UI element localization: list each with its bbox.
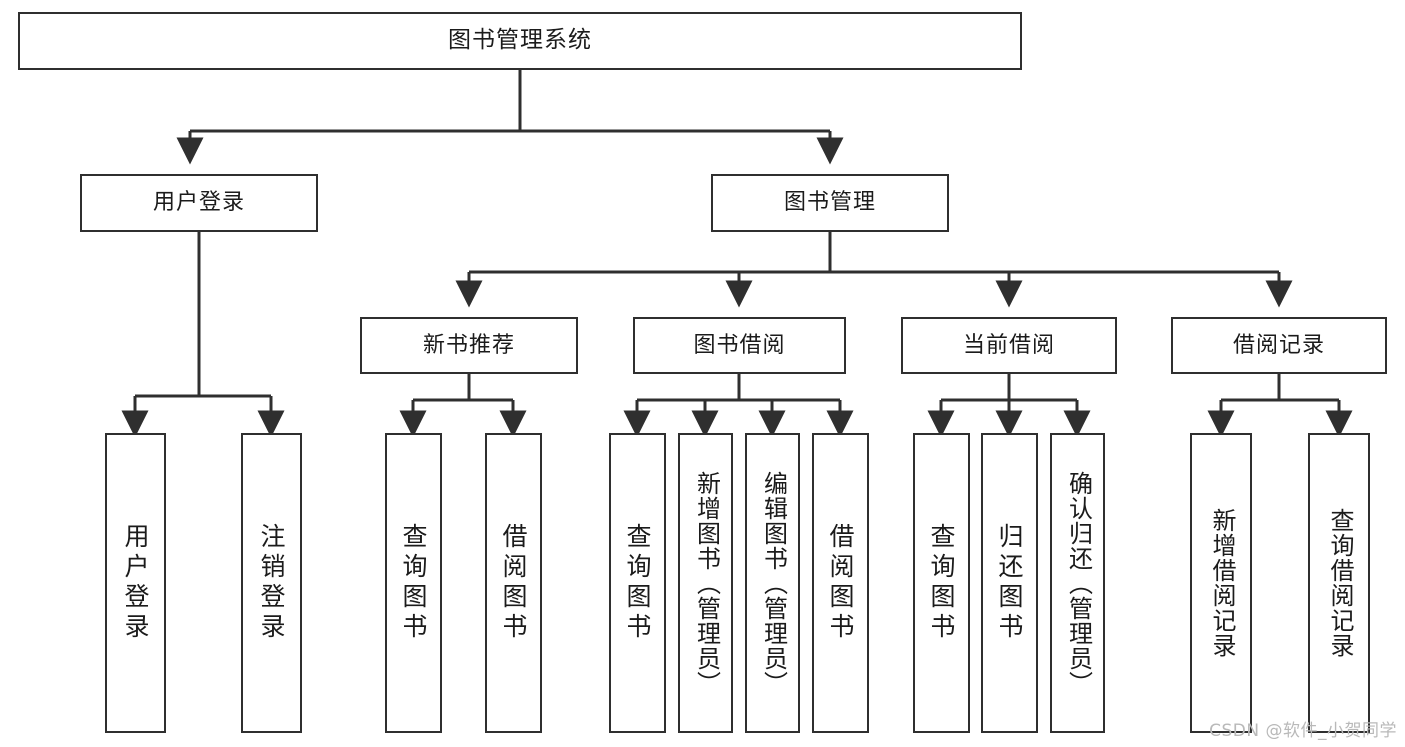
- node-label: 当前借阅: [962, 332, 1055, 358]
- leaf-borrow-book[interactable]: 借阅图书: [812, 433, 869, 733]
- node-borrow-records[interactable]: 借阅记录: [1171, 317, 1387, 374]
- leaf-query-book-borrow[interactable]: 查询图书: [609, 433, 666, 733]
- node-label: 查询图书: [623, 523, 652, 643]
- leaf-borrow-book-recommend[interactable]: 借阅图书: [485, 433, 542, 733]
- leaf-return-book[interactable]: 归还图书: [981, 433, 1038, 733]
- leaf-query-book-current[interactable]: 查询图书: [913, 433, 970, 733]
- node-book-borrow[interactable]: 图书借阅: [633, 317, 846, 374]
- node-label: 归还图书: [995, 523, 1024, 643]
- node-label: 图书管理系统: [448, 27, 592, 54]
- leaf-user-login[interactable]: 用户登录: [105, 433, 166, 733]
- node-label: 新增图书（管理员）: [692, 470, 721, 696]
- node-label: 查询图书: [399, 523, 428, 643]
- node-user-login[interactable]: 用户登录: [80, 174, 318, 232]
- node-label: 确认归还（管理员）: [1064, 470, 1093, 696]
- node-label: 借阅图书: [826, 523, 855, 643]
- leaf-add-book-admin[interactable]: 新增图书（管理员）: [678, 433, 733, 733]
- node-label: 新增借阅记录: [1207, 508, 1236, 658]
- node-label: 注销登录: [257, 523, 286, 643]
- node-current-borrow[interactable]: 当前借阅: [901, 317, 1117, 374]
- node-book-management[interactable]: 图书管理: [711, 174, 949, 232]
- node-label: 用户登录: [121, 523, 150, 643]
- node-root-system[interactable]: 图书管理系统: [18, 12, 1022, 70]
- leaf-query-borrow-record[interactable]: 查询借阅记录: [1308, 433, 1370, 733]
- leaf-logout[interactable]: 注销登录: [241, 433, 302, 733]
- leaf-confirm-return-admin[interactable]: 确认归还（管理员）: [1050, 433, 1105, 733]
- leaf-edit-book-admin[interactable]: 编辑图书（管理员）: [745, 433, 800, 733]
- csdn-watermark: CSDN @软件_小贺同学: [1209, 721, 1397, 741]
- node-new-book-recommend[interactable]: 新书推荐: [360, 317, 578, 374]
- leaf-query-book-recommend[interactable]: 查询图书: [385, 433, 442, 733]
- node-label: 图书借阅: [693, 332, 786, 358]
- node-label: 借阅记录: [1232, 332, 1325, 358]
- node-label: 新书推荐: [422, 332, 515, 358]
- node-label: 编辑图书（管理员）: [759, 470, 788, 696]
- node-label: 图书管理: [783, 190, 876, 216]
- node-label: 借阅图书: [499, 523, 528, 643]
- node-label: 用户登录: [152, 190, 245, 216]
- node-label: 查询借阅记录: [1325, 508, 1354, 658]
- node-label: 查询图书: [927, 523, 956, 643]
- leaf-add-borrow-record[interactable]: 新增借阅记录: [1190, 433, 1252, 733]
